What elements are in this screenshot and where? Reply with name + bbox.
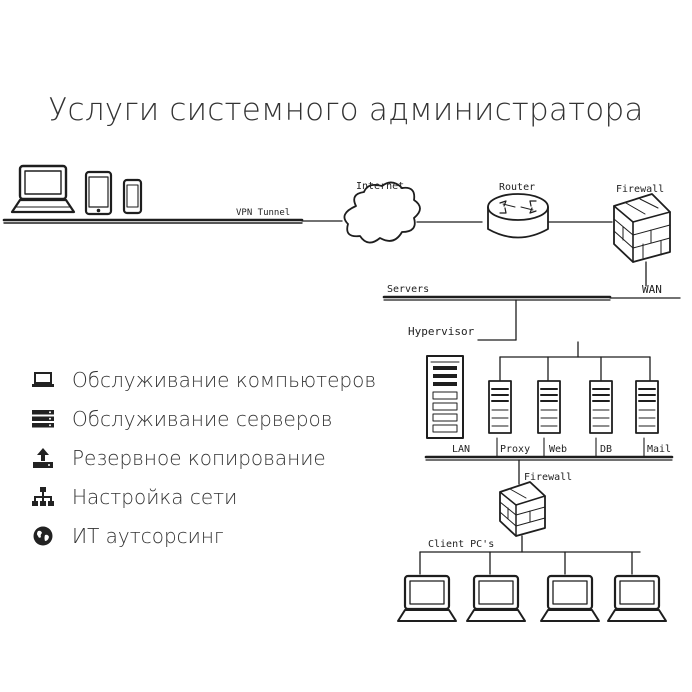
server-icon bbox=[32, 408, 54, 430]
service-label: Обслуживание серверов bbox=[72, 406, 333, 431]
router-label: Router bbox=[499, 182, 535, 193]
internet-cloud bbox=[343, 181, 421, 244]
client-laptop-icon bbox=[397, 574, 457, 622]
services-list: Обслуживание компьютеров Обслуживание се… bbox=[32, 360, 412, 555]
vm-server-icon bbox=[488, 380, 512, 434]
vm-server-icon bbox=[537, 380, 561, 434]
wan-label: WAN bbox=[642, 283, 662, 296]
network-icon bbox=[32, 486, 54, 508]
service-servers[interactable]: Обслуживание серверов bbox=[32, 399, 412, 438]
hypervisor-server-icon bbox=[426, 355, 464, 439]
vm-bracket bbox=[499, 341, 651, 381]
client-laptop-icon bbox=[540, 574, 600, 622]
client-laptop-icon bbox=[466, 574, 526, 622]
page-title: Услуги системного администратора bbox=[48, 92, 644, 128]
service-computers[interactable]: Обслуживание компьютеров bbox=[32, 360, 412, 399]
servers-line bbox=[382, 295, 681, 301]
service-network[interactable]: Настройка сети bbox=[32, 477, 412, 516]
service-outsourcing[interactable]: ИТ аутсорсинг bbox=[32, 516, 412, 555]
phone-icon bbox=[122, 178, 143, 215]
service-label: Настройка сети bbox=[72, 484, 238, 509]
internet-label: Internet bbox=[356, 181, 404, 192]
client-laptop-icon bbox=[607, 574, 667, 622]
server-label-mail: Mail bbox=[647, 444, 671, 455]
client-bracket bbox=[419, 551, 641, 575]
upload-icon bbox=[32, 447, 54, 469]
router-icon bbox=[487, 193, 549, 239]
laptop-icon bbox=[10, 164, 76, 214]
service-label: ИТ аутсорсинг bbox=[72, 523, 224, 548]
service-label: Резервное копирование bbox=[72, 445, 326, 470]
service-label: Обслуживание компьютеров bbox=[72, 367, 377, 392]
vm-server-icon bbox=[589, 380, 613, 434]
server-label-web: Web bbox=[549, 444, 567, 455]
vm-server-icon bbox=[635, 380, 659, 434]
service-backup[interactable]: Резервное копирование bbox=[32, 438, 412, 477]
server-label-proxy: Proxy bbox=[500, 444, 530, 455]
firewall-top-label: Firewall bbox=[616, 184, 664, 195]
firewall-bottom-icon bbox=[499, 481, 546, 537]
laptop-icon bbox=[32, 369, 54, 391]
servers-label: Servers bbox=[387, 284, 429, 295]
client-label: Client PC's bbox=[428, 539, 494, 550]
vpn-label: VPN Tunnel bbox=[236, 208, 290, 218]
globe-icon bbox=[32, 525, 54, 547]
firewall-top-icon bbox=[613, 193, 671, 263]
vpn-tunnel-line bbox=[2, 218, 343, 224]
lan-line bbox=[424, 437, 674, 461]
server-label-db: DB bbox=[600, 444, 612, 455]
firewall-bottom-label: Firewall bbox=[524, 472, 572, 483]
hypervisor-label: Hypervisor bbox=[408, 325, 475, 338]
server-label-lan: LAN bbox=[452, 444, 470, 455]
tablet-icon bbox=[84, 170, 113, 216]
